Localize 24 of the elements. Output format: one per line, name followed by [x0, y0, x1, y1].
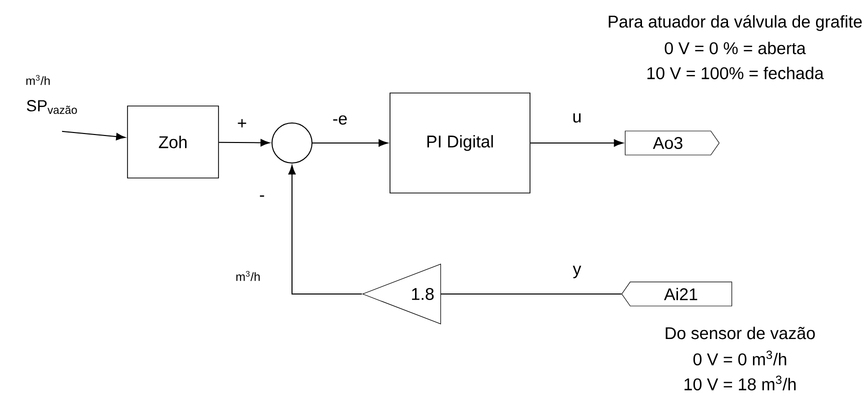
arrow [218, 139, 270, 146]
note-text: 0 V = 0 % = aberta [664, 42, 806, 54]
block-box: PI Digital [390, 92, 530, 194]
unit-label: m$^{3}$/h [26, 74, 50, 86]
arrow [288, 165, 362, 294]
note-text: 0 V = 0 m$^{3}$/h [693, 350, 786, 366]
edge-label: -e [331, 114, 349, 126]
edge-label: + [236, 118, 248, 130]
summing-junction [272, 122, 312, 164]
arrow [62, 130, 126, 140]
note-text: 10 V = 100% = fechada [647, 66, 824, 80]
note-text: 10 V = 18 m$^{3}$/h [684, 376, 796, 390]
arrow [530, 139, 624, 147]
signal-label: SP$_{vazão}$ [26, 100, 77, 114]
arrow [312, 139, 388, 147]
output-port: Ao3 [624, 130, 720, 156]
block-box: Zoh [127, 106, 219, 178]
note-text: Para atuador da válvula de grafite [608, 14, 862, 32]
edge-label: y [572, 264, 582, 280]
edge-label: u [571, 112, 583, 124]
note-text: Do sensor de vazão [666, 326, 815, 340]
input-port: Ai21 [621, 282, 732, 306]
edge-label: - [258, 194, 266, 202]
unit-label: m$^{3}$/h [236, 270, 260, 281]
